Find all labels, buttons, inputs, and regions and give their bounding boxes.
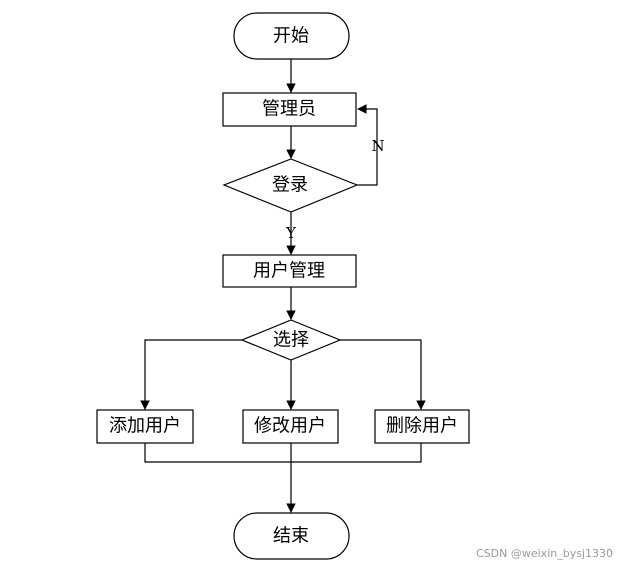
edge-merge-bar (144, 443, 422, 463)
login-decision-shape (222, 158, 359, 213)
choose-decision-label: 选择 (273, 330, 309, 351)
user-management-process-shape (222, 254, 357, 288)
delete-user-process-shape (374, 409, 470, 444)
edge-choose-to-delete-user (340, 339, 426, 410)
choose-decision-shape (240, 319, 342, 361)
csdn-watermark: CSDN @weixin_bysj1330 (476, 547, 613, 560)
end-terminal-label: 结束 (273, 526, 309, 547)
edge-login-no-loop (357, 104, 378, 186)
start-terminal-shape (233, 12, 350, 60)
edge-choose-to-add-user (140, 339, 242, 410)
add-user-process-shape (96, 409, 194, 444)
add-user-process-label: 添加用户 (109, 416, 181, 437)
admin-process-shape (222, 92, 357, 127)
start-terminal-label: 开始 (273, 26, 309, 47)
edit-user-process-shape (242, 409, 339, 444)
edit-user-process-label: 修改用户 (254, 416, 326, 437)
end-terminal-shape (233, 512, 350, 560)
login-decision-label: 登录 (272, 175, 308, 196)
edge-label-no: N (371, 137, 384, 155)
delete-user-process-label: 删除用户 (386, 416, 458, 437)
user-management-process-label: 用户管理 (253, 261, 325, 282)
edge-label-yes: Y (285, 224, 297, 242)
admin-process-label: 管理员 (262, 99, 316, 120)
